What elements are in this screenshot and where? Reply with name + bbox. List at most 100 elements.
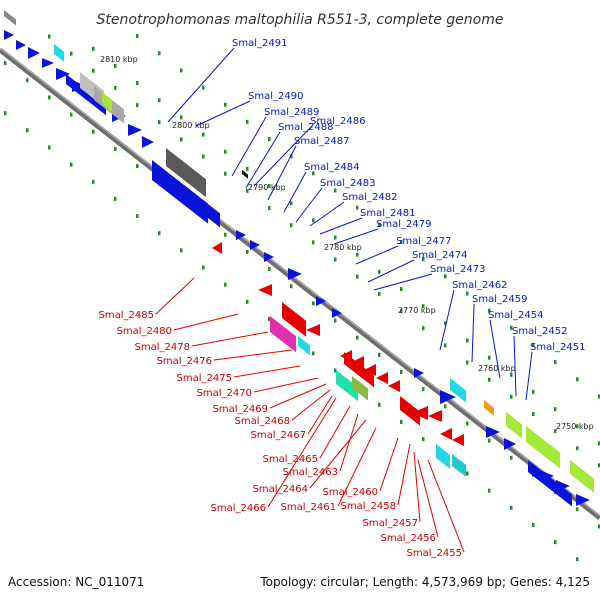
dots-mid-fwd: [466, 338, 469, 343]
forward-feature: [128, 124, 142, 136]
reverse-leader: [307, 395, 333, 435]
dots-inner-fwd: [92, 129, 95, 134]
dots-inner-fwd: [136, 164, 139, 169]
reverse-feature: [212, 242, 222, 254]
dots-outer-rev: [92, 179, 95, 184]
dots-outer-rev: [4, 111, 7, 116]
reverse-gene-label: Smal_2457: [363, 518, 418, 529]
feature-tracks: [4, 10, 594, 507]
dots-inner-fwd: [444, 404, 447, 409]
reverse-feature: [452, 434, 464, 446]
dots-mid-fwd: [444, 321, 447, 326]
reverse-gene-label: Smal_2465: [263, 454, 318, 465]
dots-outer-fwd: [158, 51, 161, 56]
forward-leader: [167, 47, 235, 123]
dots-inner-rev: [158, 120, 161, 125]
dots-inner-fwd: [290, 284, 293, 289]
reverse-leader: [267, 397, 337, 508]
forward-feature: [414, 368, 424, 378]
forward-feature: [236, 230, 246, 240]
reverse-feature: [364, 364, 376, 376]
dots-outer-fwd: [576, 377, 579, 382]
dots-inner-rev: [422, 326, 425, 331]
forward-feature: [576, 494, 590, 506]
reverse-feature: [344, 352, 374, 388]
forward-feature: [316, 296, 326, 306]
forward-leader: [355, 245, 399, 265]
dots-inner-rev: [312, 240, 315, 245]
dots-outer-rev: [422, 437, 425, 442]
forward-gene-label: Smal_2451: [530, 342, 585, 353]
dots-outer-rev: [532, 522, 535, 527]
forward-feature: [152, 160, 208, 224]
forward-gene-label: Smal_2477: [396, 236, 451, 247]
dots-inner-rev: [510, 394, 513, 399]
genome-summary-text: Topology: circular; Length: 4,573,969 bp…: [259, 575, 590, 589]
forward-leader: [283, 171, 307, 213]
forward-feature: [440, 390, 456, 404]
reverse-gene-label: Smal_2485: [99, 310, 154, 321]
dots-mid-fwd: [488, 355, 491, 360]
kbp-tick-label: 2800 kbp: [172, 121, 210, 130]
dots-inner-fwd: [114, 146, 117, 151]
dots-outer-rev: [246, 299, 249, 304]
dots-outer-fwd: [400, 240, 403, 244]
forward-leader: [195, 100, 251, 127]
forward-feature-green: [506, 412, 522, 439]
forward-gene-label: Smal_2489: [264, 107, 319, 118]
reverse-gene-label: Smal_2461: [281, 502, 336, 513]
dots-outer-rev: [114, 196, 117, 201]
reverse-gene-label: Smal_2455: [407, 548, 462, 559]
reverse-gene-label: Smal_2460: [323, 487, 378, 498]
forward-feature: [528, 460, 572, 507]
forward-gene-label: Smal_2462: [452, 280, 507, 291]
dots-outer-rev: [576, 557, 579, 562]
kbp-tick-label: 2760 kbp: [478, 364, 516, 373]
dots-outer-rev: [312, 351, 315, 356]
dots-outer-fwd: [334, 188, 337, 193]
forward-feature: [142, 136, 154, 148]
dots-outer-rev: [554, 540, 557, 545]
dots-inner-fwd: [466, 421, 469, 426]
dots-outer-fwd: [312, 171, 315, 176]
dots-mid-fwd: [510, 372, 513, 377]
forward-leader: [267, 145, 297, 201]
forward-gene-label: Smal_2454: [488, 310, 543, 321]
forward-leader: [295, 187, 323, 223]
forward-feature: [332, 308, 342, 318]
reverse-leader: [291, 389, 331, 421]
reverse-feature-magenta: [270, 316, 296, 353]
reverse-leader: [309, 419, 367, 489]
backbone-highlight: [0, 47, 600, 517]
forward-feature-orange: [484, 400, 494, 416]
reverse-leader: [155, 277, 195, 315]
dot-tracks: [4, 34, 600, 562]
forward-gene-label: Smal_2487: [294, 136, 349, 147]
reverse-feature: [352, 356, 364, 368]
dots-inner-rev: [224, 171, 227, 176]
dots-outer-fwd: [246, 119, 249, 124]
dots-outer-fwd: [598, 394, 600, 399]
dots-mid-fwd: [246, 166, 249, 171]
reverse-feature-cyan: [452, 454, 466, 477]
forward-feature: [264, 252, 274, 262]
dots-mid-fwd: [422, 304, 425, 309]
dots-inner-rev: [268, 206, 271, 211]
forward-leader: [513, 335, 517, 397]
dots-inner-rev: [290, 223, 293, 228]
dots-inner-fwd: [488, 438, 491, 443]
dots-outer-fwd: [378, 222, 381, 227]
reverse-gene-label: Smal_2468: [235, 416, 290, 427]
forward-gene-label: Smal_2484: [304, 162, 359, 173]
reverse-gene-label: Smal_2476: [157, 356, 212, 367]
dots-mid-fwd: [180, 115, 183, 120]
forward-feature: [16, 40, 26, 50]
dots-outer-fwd: [466, 291, 469, 296]
dots-inner-fwd: [48, 95, 51, 100]
dots-outer-rev: [488, 488, 491, 493]
dots-outer-fwd: [444, 274, 447, 279]
forward-gene-label: Smal_2488: [278, 122, 333, 133]
forward-feature-grey: [4, 10, 16, 26]
forward-feature: [190, 190, 220, 228]
reverse-leader: [417, 459, 439, 538]
